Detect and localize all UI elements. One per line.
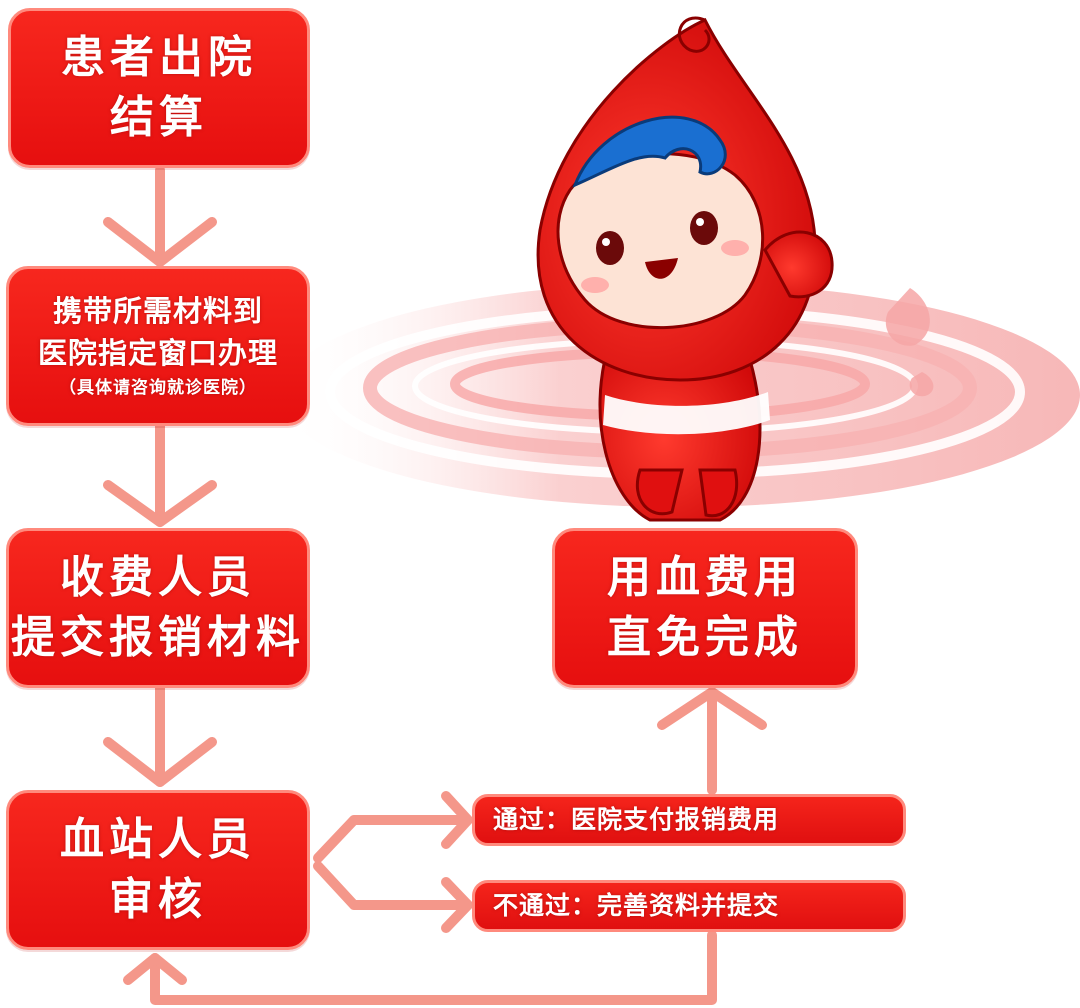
step-label: 审核 (109, 874, 207, 925)
step-bring-materials: 携带所需材料到 医院指定窗口办理 （具体请咨询就诊医院） (6, 266, 310, 426)
step-label: 血站人员 (60, 814, 256, 865)
step-label: 提交报销材料 (11, 612, 305, 663)
step-cashier-submit: 收费人员 提交报销材料 (6, 528, 310, 688)
result-direct-exemption: 用血费用 直免完成 (552, 528, 858, 688)
step-note: （具体请咨询就诊医院） (59, 378, 257, 398)
arrow-branch-fail (313, 861, 467, 910)
result-label: 直免完成 (607, 612, 803, 663)
flow-arrows (103, 165, 767, 1005)
step-label: 患者出院 (61, 32, 257, 83)
step-discharge-settlement: 患者出院 结算 (8, 8, 310, 168)
branch-pass: 通过：医院支付报销费用 (472, 794, 906, 846)
step-label: 医院指定窗口办理 (37, 336, 278, 370)
splash-drops (885, 288, 934, 397)
step-label: 收费人员 (60, 552, 256, 603)
arrow-branch-pass (313, 815, 467, 863)
step-label: 结算 (110, 92, 208, 143)
arrow-loop-back (150, 930, 717, 1005)
branch-fail: 不通过：完善资料并提交 (472, 880, 906, 932)
result-label: 用血费用 (607, 552, 803, 603)
step-label: 携带所需材料到 (52, 294, 263, 328)
blood-drop-mascot (536, 16, 834, 522)
step-bloodbank-review: 血站人员 审核 (6, 790, 310, 950)
